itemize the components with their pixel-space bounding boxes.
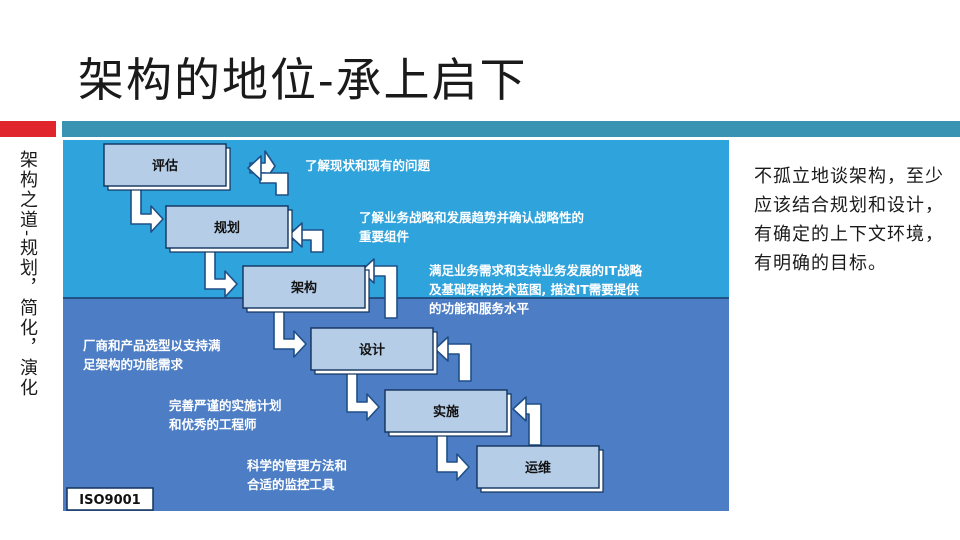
step-box-face — [103, 143, 227, 187]
upper-note-2: 了解业务战略和发展趋势并确认战略性的重要组件 — [359, 210, 584, 244]
lower-note-line: 和优秀的工程师 — [168, 417, 257, 432]
flow-arrow-down-1 — [130, 181, 164, 233]
step-label: 架构 — [290, 280, 317, 296]
iso-badge — [66, 487, 154, 511]
lower-note-line: 完善严谨的实施计划 — [169, 398, 282, 413]
lower-note-line: 科学的管理方法和 — [247, 458, 347, 473]
step-box-5: 实施 — [384, 389, 512, 437]
upper-note-line: 重要组件 — [359, 229, 410, 244]
flow-arrowhead-2 — [288, 222, 303, 248]
lower-note-line: 厂商和产品选型以支持满 — [83, 338, 221, 353]
flow-arrow-down-4 — [346, 367, 380, 421]
upper-note-line: 满足业务需求和支持业务发展的IT战略 — [429, 263, 643, 278]
upper-note-1: 了解现状和现有的问题 — [305, 158, 431, 173]
upper-note-3: 满足业务需求和支持业务发展的IT战略及基础架构技术蓝图, 描述IT需要提供的功能… — [429, 263, 643, 316]
step-box-1: 评估 — [103, 143, 231, 191]
step-box-face — [384, 389, 508, 433]
step-box-6: 运维 — [476, 445, 604, 493]
step-box-face — [242, 265, 366, 309]
flow-arrowhead-1 — [247, 155, 262, 181]
step-label: 规划 — [214, 220, 240, 236]
lower-note-3: 科学的管理方法和合适的监控工具 — [247, 458, 347, 492]
flow-arrowhead-4 — [434, 336, 449, 362]
lower-note-line: 足架构的功能需求 — [83, 357, 184, 372]
step-box-face — [310, 327, 434, 371]
step-label: 实施 — [433, 404, 459, 420]
step-label: 设计 — [359, 342, 385, 358]
side-note: 不孤立地谈架构，至少应该结合规划和设计，有确定的上下文环境，有明确的目标。 — [754, 166, 944, 274]
flow-arrow-down-3 — [273, 302, 307, 358]
step-box-3: 架构 — [242, 265, 370, 313]
flow-arrow-down-5 — [436, 430, 470, 481]
step-label: 运维 — [525, 460, 551, 476]
flow-arrow-up-1b — [259, 172, 289, 196]
upper-note-line: 的功能和服务水平 — [429, 301, 530, 316]
iso-badge-label: ISO9001 — [79, 493, 140, 508]
lower-note-line: 合适的监控工具 — [247, 477, 335, 492]
accent-bar-red — [0, 121, 56, 137]
accent-bar-teal — [62, 121, 960, 137]
step-box-4: 设计 — [310, 327, 438, 375]
step-box-face — [165, 205, 289, 249]
step-box-face — [476, 445, 600, 489]
upper-note-line: 及基础架构技术蓝图, 描述IT需要提供 — [429, 282, 639, 297]
step-label: 评估 — [152, 158, 178, 174]
lower-note-1: 厂商和产品选型以支持满足架构的功能需求 — [83, 338, 221, 372]
upper-note-line: 了解现状和现有的问题 — [305, 158, 431, 173]
step-box-2: 规划 — [165, 205, 293, 253]
upper-note-line: 了解业务战略和发展趋势并确认战略性的 — [359, 210, 584, 225]
flow-arrow-down-2 — [204, 241, 238, 298]
lower-note-2: 完善严谨的实施计划和优秀的工程师 — [168, 398, 282, 432]
flow-arrowhead-5 — [512, 396, 527, 422]
lifecycle-diagram: 评估规划架构设计实施运维 了解现状和现有的问题了解业务战略和发展趋势并确认战略性… — [63, 140, 729, 511]
vertical-caption: 架构之道-规划，简化，演化 — [17, 150, 38, 399]
page-title: 架构的地位-承上启下 — [78, 53, 528, 107]
